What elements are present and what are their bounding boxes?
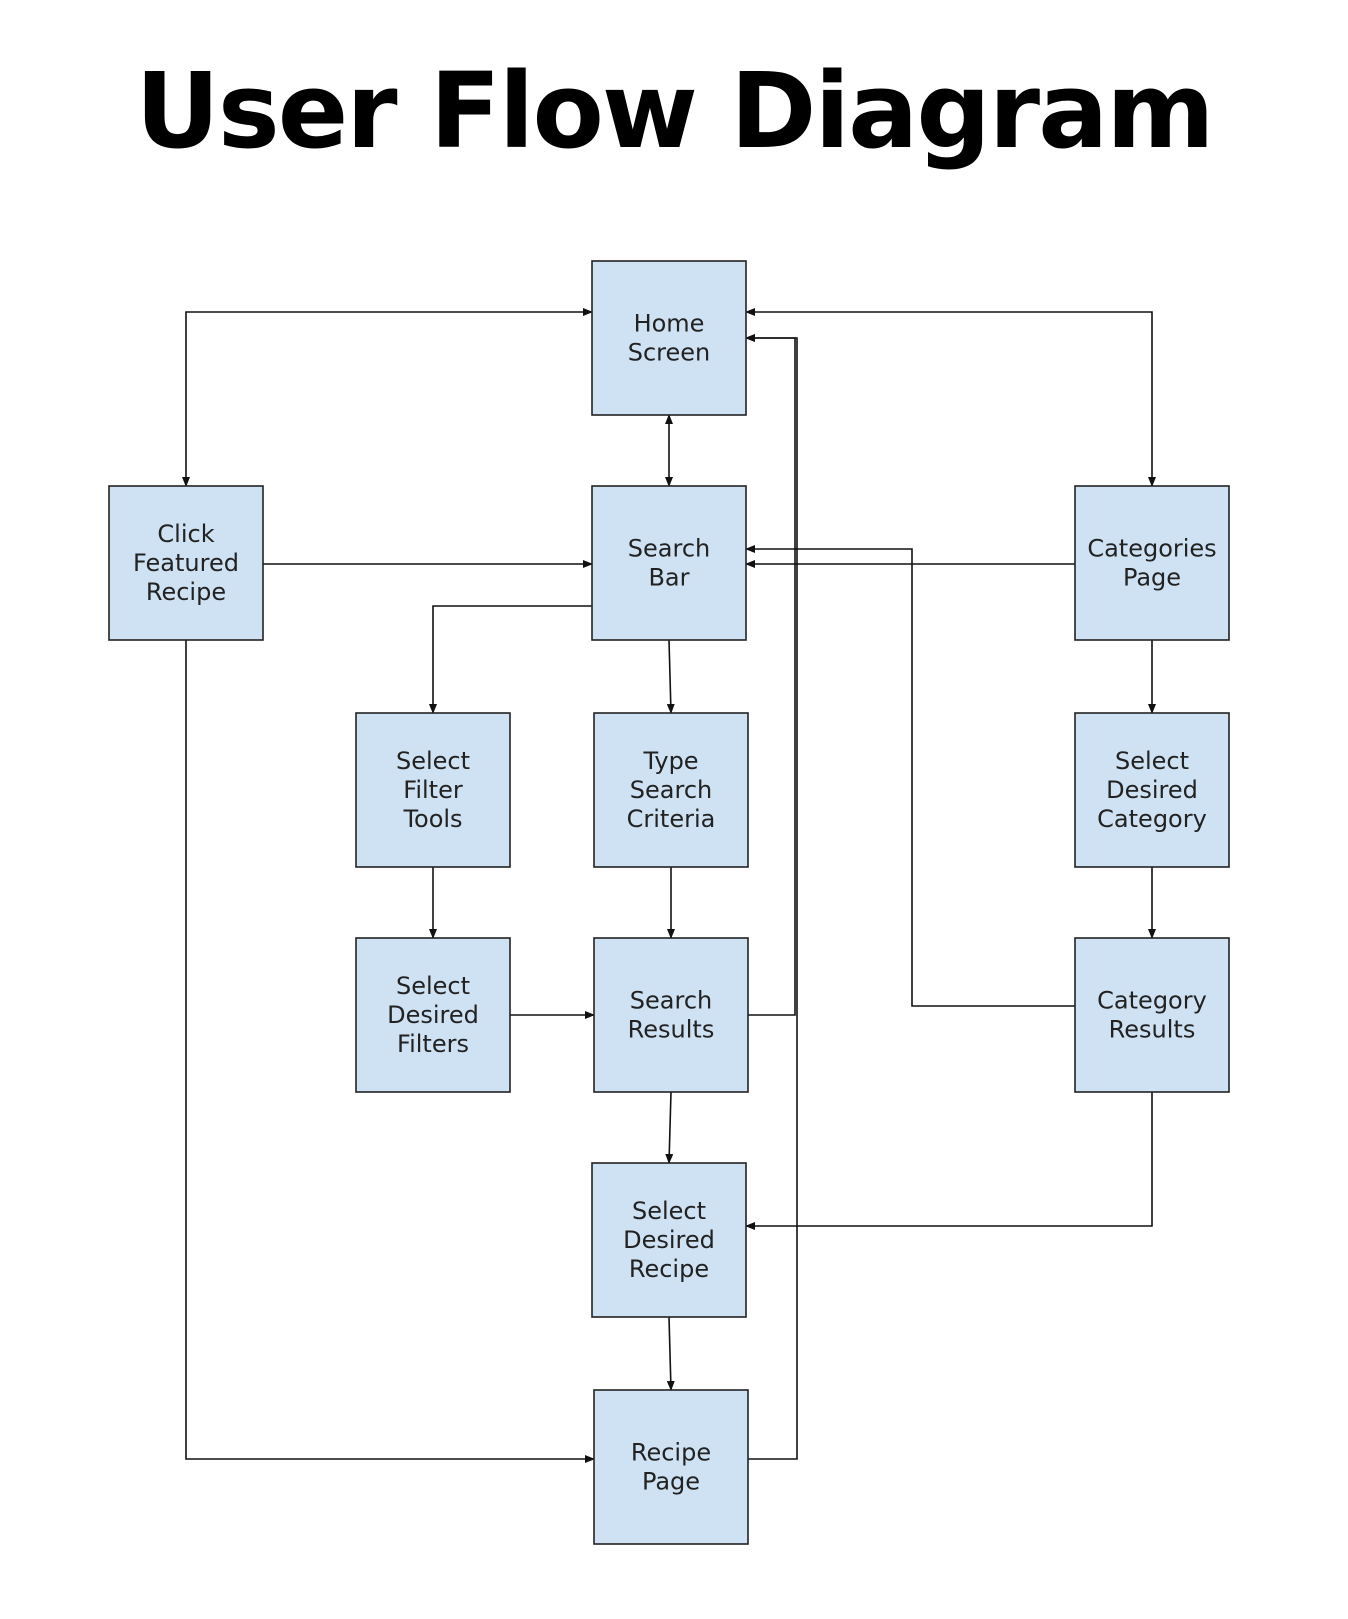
node-label-line: Page bbox=[642, 1468, 700, 1496]
edge-category_results-search_bar bbox=[745, 545, 1075, 1007]
node-box bbox=[591, 1162, 747, 1318]
node-label-line: Category bbox=[1097, 987, 1207, 1015]
edge-search_bar-type_search bbox=[666, 639, 675, 714]
edge-click_featured-recipe_page bbox=[185, 640, 595, 1463]
node-box bbox=[591, 260, 747, 416]
edge-search_results-select_recipe bbox=[665, 1091, 674, 1164]
node-label-line: Type bbox=[642, 747, 698, 775]
node-box bbox=[355, 712, 511, 868]
edge-search_bar-select_filter_tools bbox=[429, 605, 592, 714]
node-box bbox=[1074, 937, 1230, 1093]
node-label-line: Select bbox=[1115, 747, 1189, 775]
node-box bbox=[108, 485, 264, 641]
edge-home-click_featured bbox=[182, 308, 593, 487]
node-box bbox=[1074, 485, 1230, 641]
node-label-line: Categories bbox=[1087, 535, 1216, 563]
node-label-line: Results bbox=[628, 1016, 715, 1044]
node-label-line: Bar bbox=[648, 564, 689, 592]
node-label-line: Results bbox=[1109, 1016, 1196, 1044]
node-label-line: Featured bbox=[133, 549, 239, 577]
node-label-line: Search bbox=[628, 535, 710, 563]
node-label-line: Recipe bbox=[146, 578, 226, 606]
node-label-line: Desired bbox=[623, 1226, 715, 1254]
node-label-line: Category bbox=[1097, 805, 1207, 833]
node-label-line: Recipe bbox=[631, 1439, 711, 1467]
node-label-line: Select bbox=[396, 747, 470, 775]
node-box bbox=[593, 937, 749, 1093]
node-label-line: Filter bbox=[403, 776, 463, 804]
node-label-line: Filters bbox=[397, 1030, 469, 1058]
node-label-line: Home bbox=[634, 310, 705, 338]
node-label-line: Search bbox=[630, 987, 712, 1015]
node-box bbox=[591, 485, 747, 641]
node-label-line: Select bbox=[632, 1197, 706, 1225]
node-box bbox=[355, 937, 511, 1093]
node-label-line: Desired bbox=[387, 1001, 479, 1029]
node-label-line: Desired bbox=[1106, 776, 1198, 804]
edge-category_results-select_recipe bbox=[745, 1092, 1153, 1230]
node-box bbox=[1074, 712, 1230, 868]
node-label-line: Screen bbox=[628, 339, 711, 367]
edge-recipe_page-home bbox=[745, 334, 798, 1460]
node-box bbox=[593, 712, 749, 868]
edge-select_recipe-recipe_page bbox=[666, 1316, 675, 1391]
node-label-line: Search bbox=[630, 776, 712, 804]
node-label-line: Tools bbox=[402, 805, 462, 833]
node-label-line: Select bbox=[396, 972, 470, 1000]
node-label-line: Recipe bbox=[629, 1255, 709, 1283]
node-label-line: Criteria bbox=[627, 805, 716, 833]
edge-home-categories_page bbox=[745, 308, 1156, 487]
node-box bbox=[593, 1389, 749, 1545]
page-title: User Flow Diagram bbox=[135, 50, 1214, 172]
node-label-line: Page bbox=[1123, 564, 1181, 592]
node-label-line: Click bbox=[157, 520, 214, 548]
edge-search_results-home bbox=[745, 334, 796, 1016]
